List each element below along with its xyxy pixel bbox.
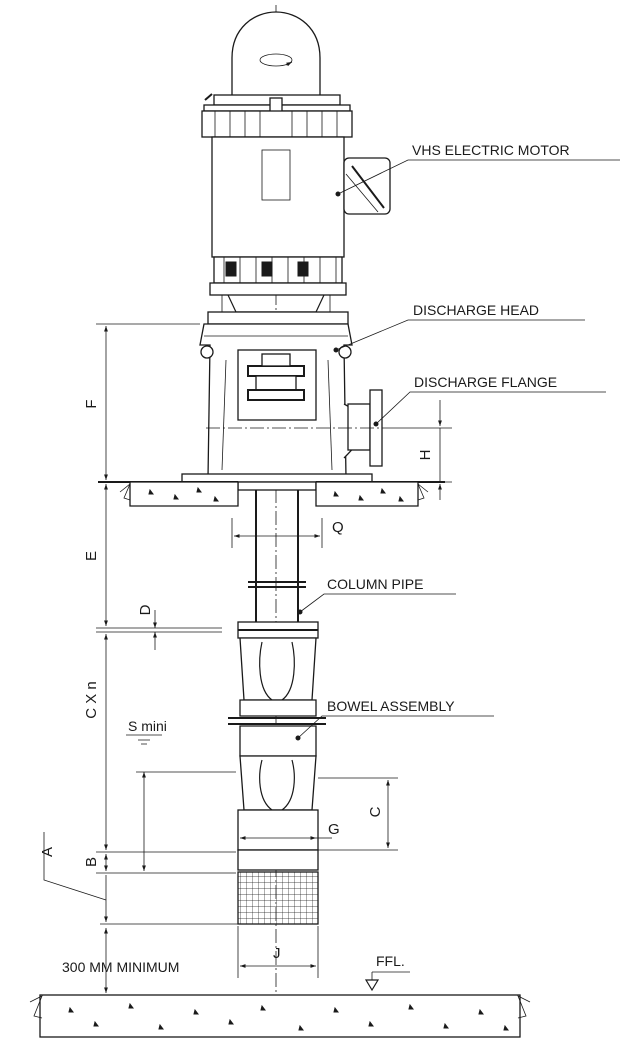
discharge-head	[181, 323, 383, 491]
foundation-slab	[98, 481, 445, 507]
dim-c: C	[367, 806, 384, 817]
label-ffl: FFL.	[376, 953, 405, 969]
dim-j: J	[273, 945, 281, 962]
floor-slab	[29, 971, 531, 1038]
label-s-mini: S mini	[128, 718, 167, 734]
column-pipe	[248, 490, 306, 622]
bowl-assembly	[228, 621, 326, 925]
callout-leaders	[295, 159, 620, 741]
dim-cxn: C X n	[83, 681, 100, 719]
label-min-clearance: 300 MM MINIMUM	[62, 959, 179, 975]
label-motor: VHS ELECTRIC MOTOR	[412, 142, 570, 158]
label-discharge-flange: DISCHARGE FLANGE	[414, 374, 557, 390]
label-discharge-head: DISCHARGE HEAD	[413, 302, 539, 318]
dim-a: A	[39, 847, 56, 857]
electric-motor	[201, 11, 391, 325]
dimension-lines	[43, 323, 452, 993]
dim-d: D	[137, 604, 154, 615]
dim-q: Q	[332, 519, 344, 536]
dim-g: G	[328, 821, 340, 838]
dim-h: H	[417, 450, 434, 461]
label-bowel-assembly: BOWEL ASSEMBLY	[327, 698, 455, 714]
dim-e: E	[83, 551, 100, 561]
label-column-pipe: COLUMN PIPE	[327, 576, 423, 592]
dim-b: B	[83, 857, 100, 867]
dim-f: F	[83, 399, 100, 408]
